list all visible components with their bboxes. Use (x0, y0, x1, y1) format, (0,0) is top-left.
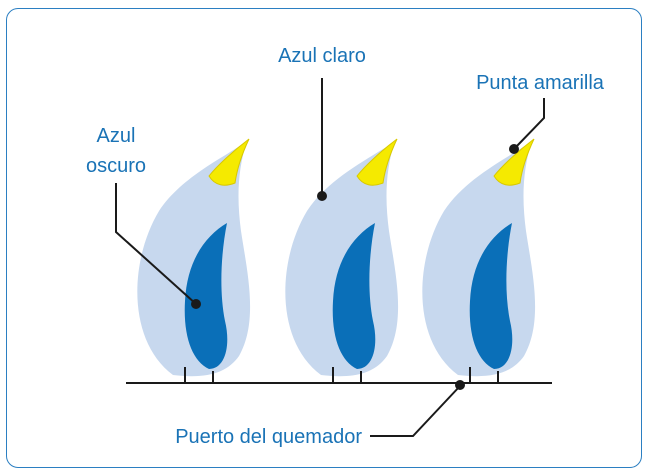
label-dark-blue-line1: Azul (97, 125, 136, 147)
label-yellow-tip: Punta amarilla (476, 72, 605, 94)
flame-2 (285, 138, 399, 383)
leader-dark-blue (115, 183, 197, 305)
dot-dark-blue (191, 299, 201, 309)
leader-burner-port (370, 385, 461, 437)
label-burner-port: Puerto del quemador (175, 426, 362, 448)
flame-3 (422, 138, 536, 383)
label-light-blue: Azul claro (278, 45, 366, 67)
flame-1 (137, 138, 251, 383)
flame-diagram: Azul oscuro Azul claro Punta amarilla Pu… (86, 45, 605, 448)
dot-yellow-tip (509, 144, 519, 154)
dot-burner-port (455, 380, 465, 390)
leader-yellow-tip (514, 98, 545, 149)
dot-light-blue (317, 191, 327, 201)
label-dark-blue-line2: oscuro (86, 155, 146, 177)
